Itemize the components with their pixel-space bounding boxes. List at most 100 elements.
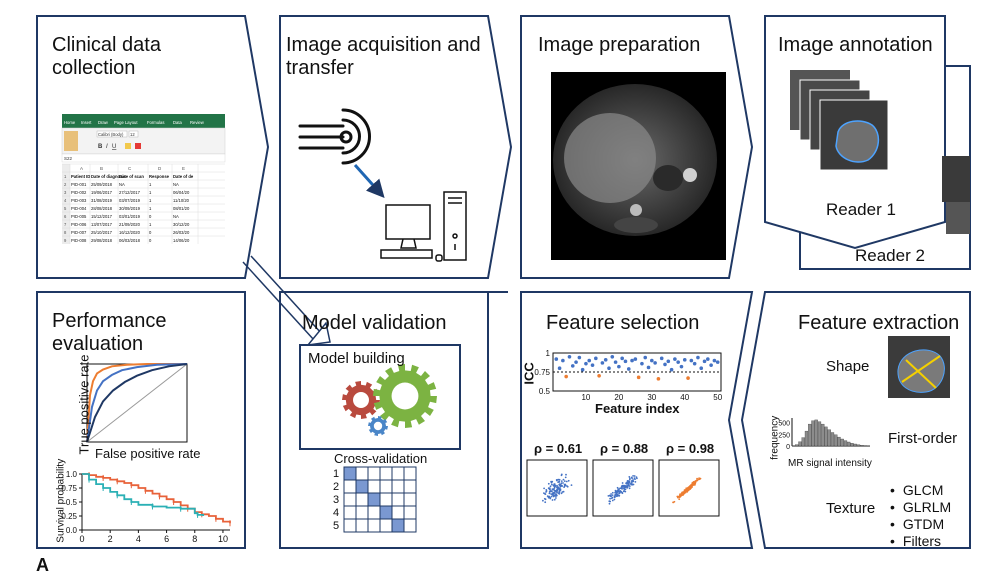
sheet-cell: 25/09/2018 (91, 182, 113, 187)
hist-bar (860, 445, 863, 446)
cell-reference: S22 (64, 156, 73, 161)
sheet-header-cell: Response (149, 174, 170, 179)
scatter-point (634, 475, 636, 477)
icc-point (666, 360, 670, 364)
scatter-point (612, 494, 614, 496)
scatter-point (614, 499, 616, 501)
scatter-point (563, 491, 565, 493)
hist-bar (818, 422, 821, 446)
hist-bar (812, 421, 815, 446)
hist-bar (795, 445, 798, 446)
panel-selection-title: Feature selection (546, 312, 699, 335)
hist-bar (805, 431, 808, 446)
cv-cell (380, 519, 392, 532)
sheet-cell: 13/07/2017 (91, 222, 113, 227)
scatter-point (608, 500, 610, 502)
hist-bar (831, 433, 834, 447)
histogram-ylabel: frequency (769, 408, 781, 468)
rho-label-3: ρ = 0.98 (666, 442, 714, 457)
scatter-point (547, 496, 549, 498)
scatter-point (571, 484, 573, 486)
panel-validation-title: Model validation (302, 312, 447, 335)
icc-point (660, 357, 664, 361)
texture-item: GLRLM (890, 499, 951, 516)
icc-point (601, 361, 605, 365)
icc-point (647, 366, 651, 370)
scatter-point (553, 489, 555, 491)
cv-cell (368, 480, 380, 493)
histogram-xlabel: MR signal intensity (788, 458, 872, 470)
column-letter: E (182, 166, 185, 171)
icc-point (713, 359, 717, 363)
scatter-point (545, 498, 547, 500)
scatter-point (563, 479, 565, 481)
scatter-point (557, 486, 559, 488)
scatter-point (623, 491, 625, 493)
sheet-cell: PID-005 (71, 214, 87, 219)
panel-clinical-title: Clinical data collection (52, 34, 202, 80)
cv-cell (368, 519, 380, 532)
icc-point (686, 376, 690, 380)
km-y-tick-label: 0.0 (66, 526, 78, 535)
hist-bar (802, 438, 805, 446)
scatter-point (554, 499, 556, 501)
cv-cell (368, 506, 380, 519)
sheet-cell: 06/03/2018 (119, 238, 141, 243)
icc-point (696, 356, 700, 360)
icc-point (624, 360, 628, 364)
icc-point (564, 375, 568, 379)
scatter-point (612, 492, 614, 494)
cv-cell (404, 480, 416, 493)
icc-point (673, 357, 677, 361)
scatter-point (679, 493, 681, 495)
icc-point (699, 366, 703, 370)
scatter-point (698, 478, 700, 480)
icc-point (680, 365, 684, 369)
hist-bar (847, 442, 850, 446)
km-y-tick-label: 0.5 (66, 498, 78, 507)
km-x-tick-label: 4 (136, 534, 141, 544)
scatter-point (560, 485, 562, 487)
scatter-point (629, 485, 631, 487)
scatter-point (694, 481, 696, 483)
sheet-cell: 26/03/20 (173, 230, 190, 235)
rho-label-2: ρ = 0.88 (600, 442, 648, 457)
icc-point (706, 357, 710, 361)
scatter-point (618, 488, 620, 490)
hist-bar (808, 424, 811, 446)
sheet-header-cell: Patient ID (71, 174, 90, 179)
panel-acquisition-title: Image acquisition and transfer (286, 34, 491, 80)
cv-cell (380, 467, 392, 480)
hist-bar (851, 443, 854, 446)
scatter-point (627, 483, 629, 485)
scatter-point (636, 476, 638, 478)
icc-point (670, 368, 674, 372)
km-x-tick-label: 2 (108, 534, 113, 544)
scatter-point (559, 479, 561, 481)
correlation-scatters (527, 460, 719, 516)
hist-bar (841, 439, 844, 446)
sheet-cell: 03/07/2019 (119, 198, 141, 203)
icc-point (597, 374, 601, 378)
sheet-cell: PID-002 (71, 190, 87, 195)
reader-1-label: Reader 1 (826, 200, 896, 220)
scatter-point (617, 490, 619, 492)
cv-cell (392, 519, 404, 532)
icc-point (693, 362, 697, 366)
gear-blue-icon-hole (374, 422, 382, 430)
sheet-cell: 25/10/2017 (91, 230, 113, 235)
hist-bar (828, 430, 831, 446)
sheet-cell: PID-008 (71, 238, 87, 243)
figure-label: A (36, 555, 49, 576)
km-ylabel: Survival probability (55, 451, 67, 551)
scatter-point (543, 488, 545, 490)
sheet-cell: 16/12/2020 (119, 230, 141, 235)
cv-cell (344, 519, 356, 532)
icc-point (587, 359, 591, 363)
sheet-cell: 06/04/20 (173, 190, 190, 195)
cv-cell (356, 493, 368, 506)
scatter-point (693, 483, 695, 485)
icc-point (554, 357, 558, 361)
scatter-point (616, 495, 618, 497)
icc-point (620, 357, 624, 361)
